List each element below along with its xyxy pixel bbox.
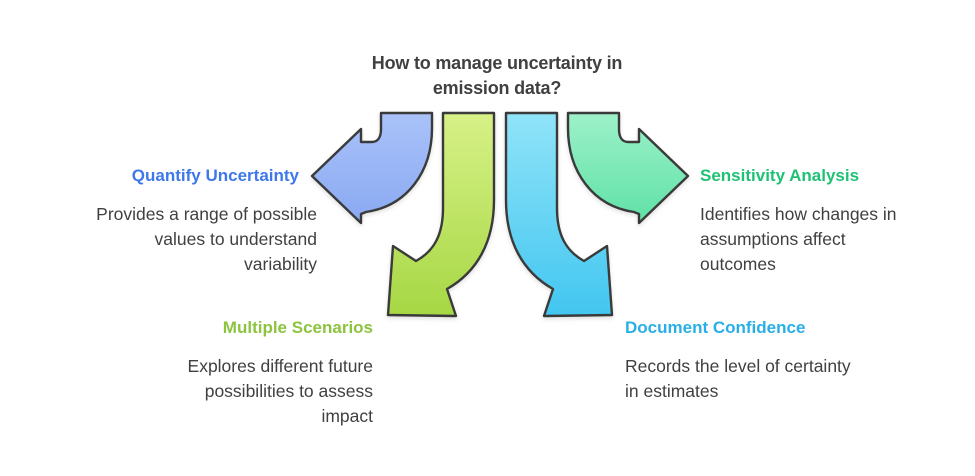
item-heading-multiple-scenarios: Multiple Scenarios xyxy=(222,318,373,337)
item-body-line: Provides a range of possible xyxy=(96,204,317,224)
item-body-line: Identifies how changes in xyxy=(700,204,897,224)
confidence-arrow-down-right-icon xyxy=(504,111,614,318)
item-body-line: values to understand xyxy=(154,229,317,249)
item-heading-sensitivity-analysis: Sensitivity Analysis xyxy=(700,166,860,185)
item-body-line: impact xyxy=(321,406,373,426)
item-multiple-scenarios: Multiple Scenarios Explores different fu… xyxy=(73,316,373,429)
quantify-arrow-left-icon xyxy=(310,111,434,225)
title-line-1: How to manage uncertainty in xyxy=(371,53,623,73)
item-body-line: in estimates xyxy=(625,381,719,401)
item-quantify-uncertainty: Quantify Uncertainty Provides a range of… xyxy=(17,164,317,277)
item-body-line: Explores different future xyxy=(187,356,373,376)
scenarios-arrow-down-left-icon xyxy=(386,111,496,318)
sensitivity-arrow-right-icon xyxy=(566,111,690,225)
page-title: How to manage uncertainty in emission da… xyxy=(0,51,975,101)
item-sensitivity-analysis: Sensitivity Analysis Identifies how chan… xyxy=(700,164,970,277)
item-body-line: Records the level of certainty xyxy=(625,356,851,376)
item-body-line: outcomes xyxy=(700,254,776,274)
item-document-confidence: Document Confidence Records the level of… xyxy=(625,316,945,404)
item-heading-document-confidence: Document Confidence xyxy=(625,318,806,337)
item-body-line: assumptions affect xyxy=(700,229,846,249)
item-body-line: possibilities to assess xyxy=(204,381,373,401)
title-line-2: emission data? xyxy=(432,78,562,98)
item-body-line: variability xyxy=(244,254,317,274)
item-heading-quantify-uncertainty: Quantify Uncertainty xyxy=(131,166,299,185)
